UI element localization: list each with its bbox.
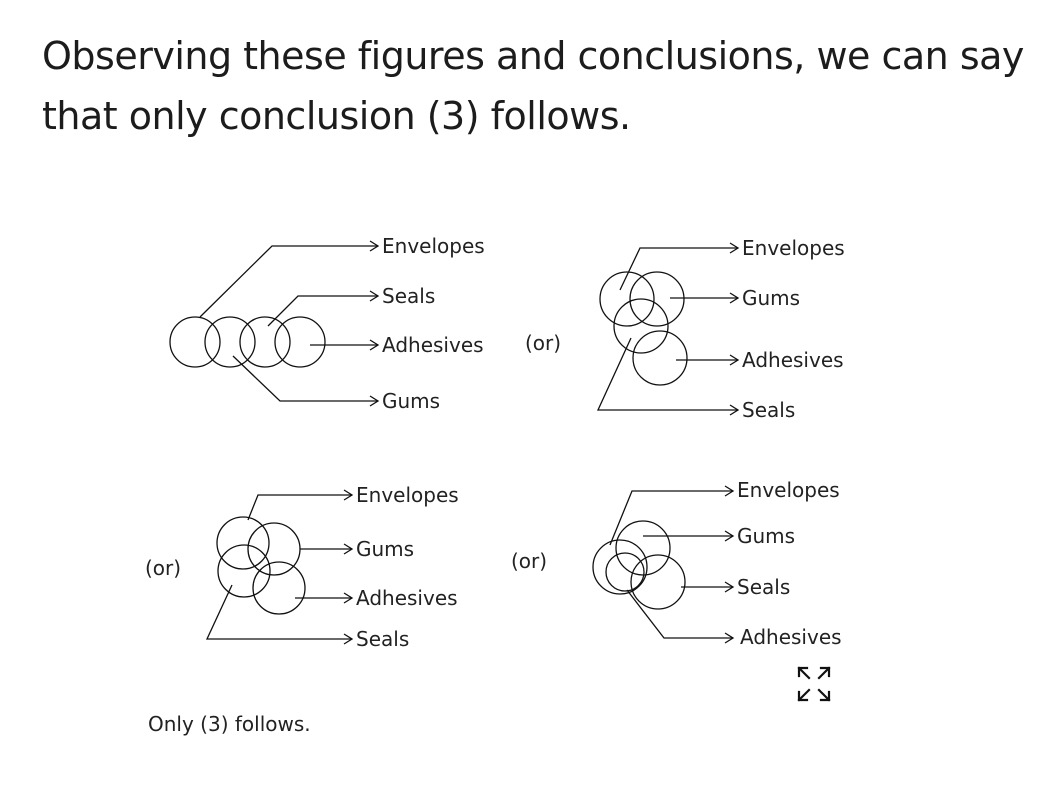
label-4d: Adhesives [740,625,842,649]
arrowhead-3a [343,489,354,501]
venn-diagram-4: Envelopes Gums Seals Adhesives [592,478,842,649]
circle-envelopes-3 [216,516,270,570]
arrowhead-2c [729,354,740,366]
circle-adhesives-1 [239,316,291,368]
circle-envelopes-4 [592,539,648,595]
leader-seals-2 [596,337,738,411]
arrowhead-1d [369,395,380,407]
leader-seals-3 [205,584,352,640]
or-label-3: (or) [511,549,547,573]
intro-text: Observing these figures and conclusions,… [42,34,1024,138]
label-3a: Envelopes [356,483,459,507]
venn-diagram-3: Envelopes Gums Adhesives Seals [205,483,459,651]
arrowhead-4a [724,485,735,497]
or-label-2: (or) [145,556,181,580]
label-3c: Adhesives [356,586,458,610]
arrowhead-2d [729,404,740,416]
leader-envelopes-2 [619,247,738,291]
circle-gums-1 [274,316,326,368]
venn-diagram-1: Envelopes Seals Adhesives Gums [169,234,485,413]
arrowhead-4c [724,581,735,593]
circle-gums-3 [247,522,301,576]
circle-seals-2 [613,298,669,354]
circle-adhesives-3 [252,561,306,615]
arrowhead-1c [369,339,380,351]
or-label-1: (or) [525,331,561,355]
figure-caption: Only (3) follows. [148,712,311,736]
arrowhead-3c [343,592,354,604]
label-2b: Gums [742,286,800,310]
arrowhead-4d [724,632,735,644]
circle-envelopes-1 [169,316,221,368]
circle-seals-1 [204,316,256,368]
circle-gums-2 [629,271,685,327]
circle-envelopes-2 [599,271,655,327]
leader-seals-1 [267,295,378,327]
label-4c: Seals [737,575,790,599]
label-2a: Envelopes [742,236,845,260]
label-2d: Seals [742,398,795,422]
arrowhead-2b [729,292,740,304]
label-1a: Envelopes [382,234,485,258]
leader-adhesives-4 [626,589,733,639]
arrowhead-1b [369,290,380,302]
label-1d: Gums [382,389,440,413]
arrowhead-4b [724,530,735,542]
leader-envelopes-3 [247,494,352,521]
label-1c: Adhesives [382,333,484,357]
label-2c: Adhesives [742,348,844,372]
circle-seals-3 [217,544,271,598]
circle-seals-4 [630,554,686,610]
label-3b: Gums [356,537,414,561]
label-4a: Envelopes [737,478,840,502]
arrowhead-1a [369,240,380,252]
label-3d: Seals [356,627,409,651]
arrowhead-3b [343,543,354,555]
circle-gums-4 [615,520,671,576]
circle-adhesives-2 [632,330,688,386]
label-1b: Seals [382,284,435,308]
arrowhead-2a [729,242,740,254]
expand-icon[interactable] [790,662,836,706]
label-4b: Gums [737,524,795,548]
leader-gums-1 [232,355,378,402]
circle-adhesives-4 [605,552,645,592]
arrowhead-3d [343,633,354,645]
leader-envelopes-1 [199,245,378,318]
venn-diagram-2: Envelopes Gums Adhesives Seals [596,236,845,422]
leader-envelopes-4 [609,490,733,546]
